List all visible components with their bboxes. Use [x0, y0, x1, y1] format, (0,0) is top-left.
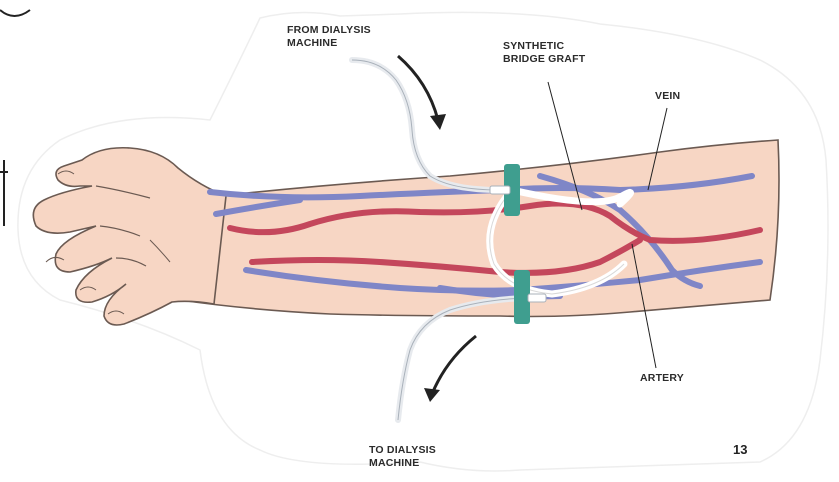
label-synthetic-graft: SYNTHETIC BRIDGE GRAFT	[503, 40, 585, 66]
label-synthetic-graft-line2: BRIDGE GRAFT	[503, 53, 585, 66]
label-synthetic-graft-line1: SYNTHETIC	[503, 40, 585, 53]
label-vein: VEIN	[655, 90, 680, 103]
title-fragment-top	[0, 10, 30, 16]
flow-arrow-in-head	[430, 114, 446, 130]
label-from-dialysis: FROM DIALYSIS MACHINE	[287, 24, 371, 50]
label-to-dialysis-line2: MACHINE	[369, 457, 436, 470]
needle-clamp-bottom-hub	[528, 294, 546, 302]
label-to-dialysis: TO DIALYSIS MACHINE	[369, 444, 436, 470]
label-from-dialysis-line2: MACHINE	[287, 37, 371, 50]
hand	[33, 148, 226, 325]
flow-arrow-out-head	[424, 388, 440, 402]
needle-clamp-top-hub	[490, 186, 510, 194]
tube-from-dialysis	[352, 60, 500, 190]
title-fragment-left	[0, 160, 8, 226]
slide-number: 13	[733, 442, 747, 457]
label-artery: ARTERY	[640, 372, 684, 385]
flow-arrow-out	[432, 336, 476, 394]
label-to-dialysis-line1: TO DIALYSIS	[369, 444, 436, 457]
label-from-dialysis-line1: FROM DIALYSIS	[287, 24, 371, 37]
